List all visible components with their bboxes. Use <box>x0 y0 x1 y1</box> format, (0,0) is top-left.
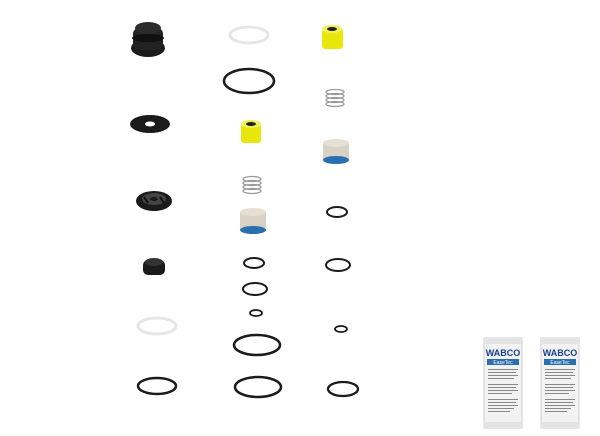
small-o-ring <box>326 206 348 218</box>
sachet-brand-label: WABCO <box>543 348 578 358</box>
sachet-product-label: EaseTec <box>493 360 513 366</box>
rubber-plug <box>143 258 165 275</box>
filter-element <box>240 208 266 234</box>
filter-element <box>323 139 349 164</box>
small-o-ring <box>325 258 351 272</box>
small-o-ring <box>243 257 265 269</box>
grease-sachet: WABCO EaseTec <box>540 337 580 429</box>
spring <box>242 175 262 195</box>
white-backup-ring <box>228 25 270 45</box>
grease-sachet: WABCO EaseTec <box>483 337 523 429</box>
tiny-o-ring <box>334 325 348 333</box>
medium-o-ring <box>326 380 360 398</box>
large-o-ring <box>232 333 282 357</box>
yellow-valve-insert <box>322 25 343 49</box>
ribbed-valve-disc <box>136 191 172 211</box>
large-o-ring <box>136 376 178 396</box>
small-o-ring <box>242 282 268 296</box>
yellow-valve-insert <box>241 120 261 143</box>
sachet-brand-label: WABCO <box>486 348 521 358</box>
rubber-boot <box>131 22 165 57</box>
spring <box>325 88 345 108</box>
white-backup-ring <box>136 316 178 336</box>
large-o-ring <box>222 67 276 95</box>
tiny-o-ring <box>249 309 263 317</box>
rubber-disc-seal <box>130 115 170 133</box>
large-o-ring <box>233 375 283 399</box>
sachet-product-label: EaseTec <box>550 360 570 366</box>
